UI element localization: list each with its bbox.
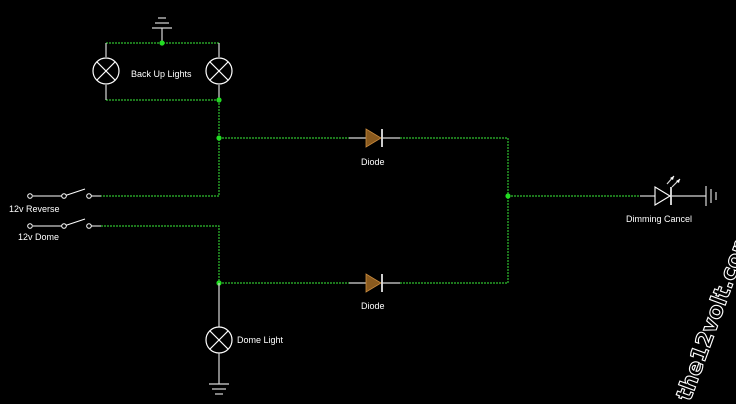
- diode-bottom: [349, 273, 400, 293]
- diode-top: [349, 128, 400, 148]
- dimming-cancel-label: Dimming Cancel: [626, 214, 692, 224]
- diode-top-label: Diode: [361, 157, 385, 167]
- reverse-label: 12v Reverse: [9, 204, 60, 214]
- top-diode-wire-right: [400, 137, 509, 196]
- ground-symbol-top: [152, 17, 172, 43]
- bottom-diode-wire-right: [400, 196, 509, 284]
- dimming-cancel-led: [640, 175, 706, 206]
- junction-node: [159, 40, 165, 46]
- backup-lamp-right: [205, 57, 233, 85]
- watermark-text: the12volt.com: [672, 228, 736, 404]
- junction-node: [216, 135, 222, 141]
- backup-lamp-left: [92, 57, 120, 85]
- watermark-logo: the12volt.com: [672, 227, 736, 404]
- reverse-wire: [101, 100, 220, 197]
- reverse-switch: [27, 188, 101, 199]
- back-up-lights-label: Back Up Lights: [131, 69, 192, 79]
- dome-lamp: [205, 326, 233, 354]
- dome-light-label: Dome Light: [237, 335, 284, 345]
- junction-node: [505, 193, 511, 199]
- dome-wire: [101, 225, 220, 283]
- ground-symbol-right: [705, 186, 717, 206]
- dome-switch: [27, 218, 101, 229]
- ground-symbol-bottom: [209, 383, 229, 395]
- dome-label: 12v Dome: [18, 232, 59, 242]
- diode-bottom-label: Diode: [361, 301, 385, 311]
